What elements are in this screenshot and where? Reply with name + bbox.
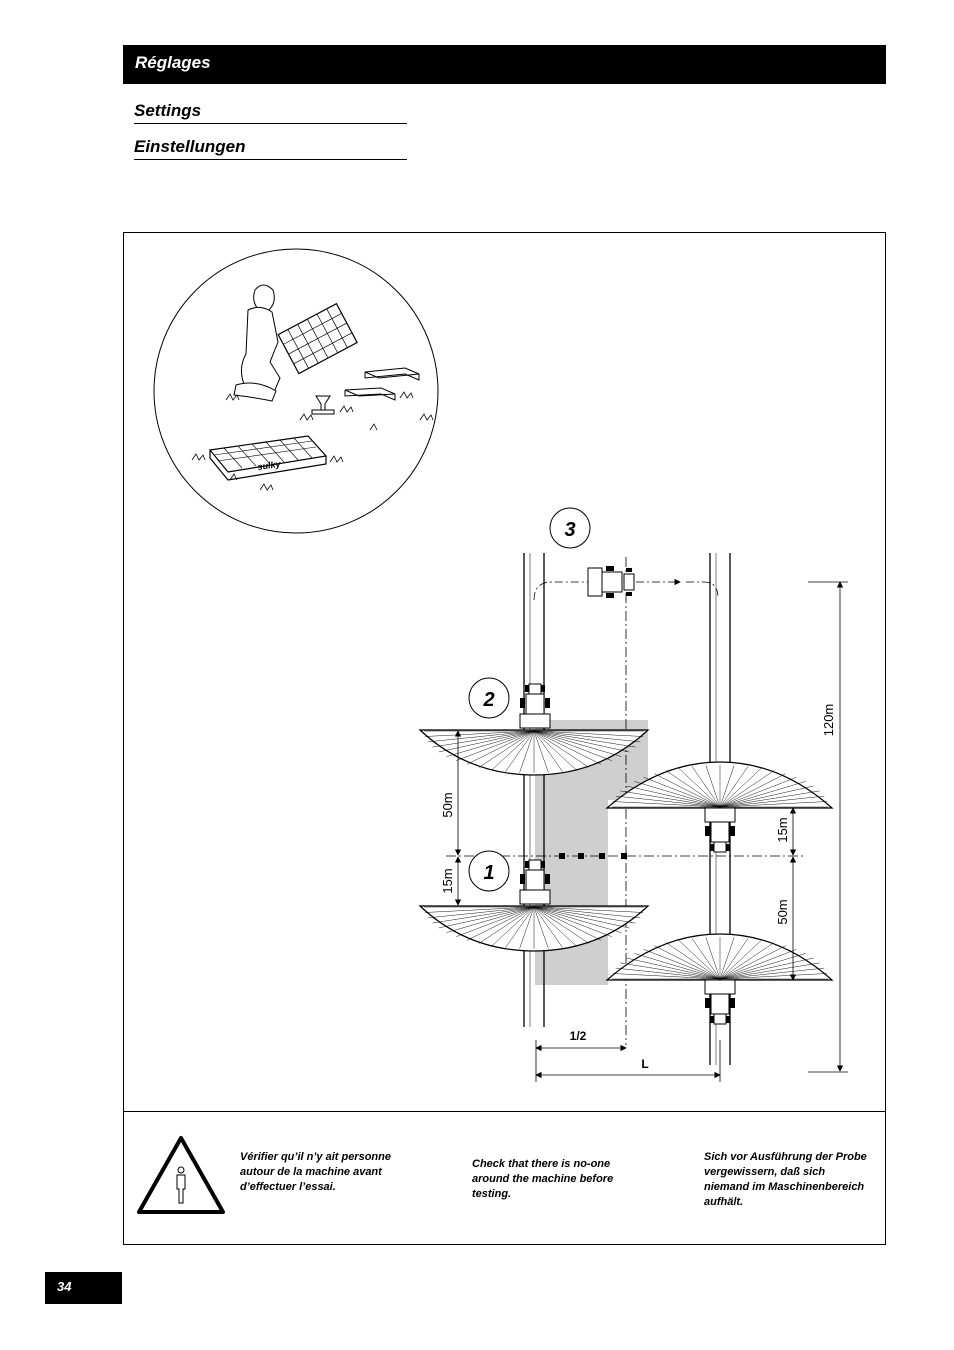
tray-brand-label: sulky xyxy=(257,459,282,472)
dim-15m-right: 15m xyxy=(775,817,790,842)
tractor-step-3 xyxy=(587,566,635,598)
spread-pattern-right-upper xyxy=(605,761,834,809)
dim-50m-left: 50m xyxy=(440,792,455,817)
spread-pattern-2 xyxy=(418,729,650,776)
dim-working-width: L xyxy=(641,1057,648,1071)
warning-text-en: Check that there is no-one around the ma… xyxy=(472,1158,614,1200)
warning-text-de: Sich vor Ausführung der Probe vergewisse… xyxy=(704,1151,867,1208)
dim-15m-left: 15m xyxy=(440,868,455,893)
spread-pattern-1 xyxy=(418,905,650,952)
step-marker-3: 3 xyxy=(549,507,591,549)
tractor-right-upper xyxy=(704,807,736,853)
tractor-step-1 xyxy=(519,859,551,905)
svg-text:2: 2 xyxy=(482,689,494,711)
dim-120m: 120m xyxy=(821,704,836,737)
section-title: Réglages xyxy=(135,53,211,72)
spread-pattern-right-lower xyxy=(605,933,834,981)
tractor-step-2 xyxy=(519,683,551,729)
subheading-einstellungen: Einstellungen xyxy=(134,137,407,160)
tray-collection-illustration: sulky xyxy=(153,248,439,534)
svg-text:1: 1 xyxy=(483,862,494,884)
svg-text:3: 3 xyxy=(564,519,575,541)
page-number: 34 xyxy=(57,1279,72,1294)
warning-text-fr: Vérifier qu’il n’y ait personne autour d… xyxy=(240,1151,391,1193)
frame-divider xyxy=(124,1111,885,1112)
step-marker-1: 1 xyxy=(468,850,510,892)
figure-frame xyxy=(123,232,886,1245)
person-hazard-triangle-icon xyxy=(137,1136,225,1214)
subheading-settings: Settings xyxy=(134,101,407,124)
page-number-box: 34 xyxy=(45,1272,122,1304)
dim-half-width: 1/2 xyxy=(570,1029,587,1043)
header-bar: Réglages xyxy=(123,45,886,84)
dim-50m-right: 50m xyxy=(775,899,790,924)
step-marker-2: 2 xyxy=(468,677,510,719)
tractor-right-lower xyxy=(704,979,736,1025)
